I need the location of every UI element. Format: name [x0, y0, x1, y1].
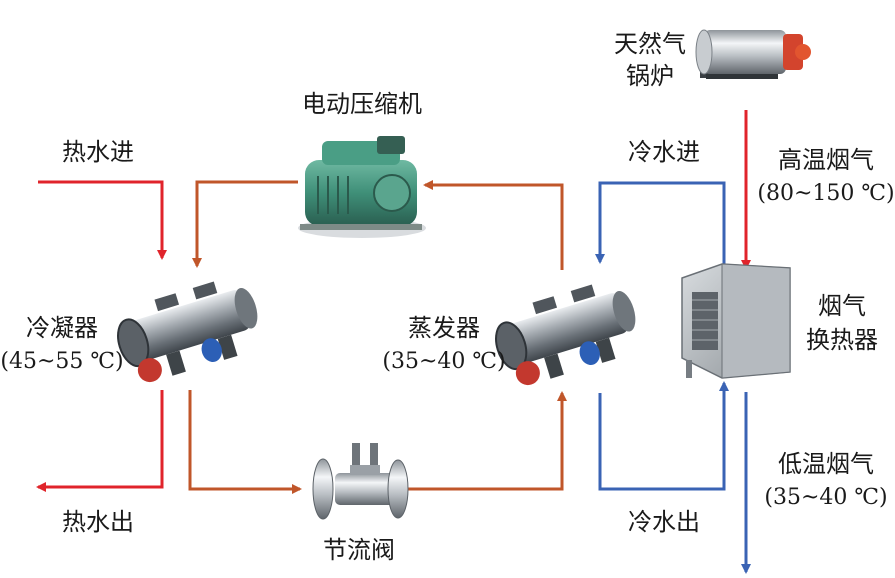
gas-boiler-label-line2: 锅炉 — [626, 62, 674, 90]
cold-water-in-arrow — [595, 181, 726, 268]
gas-boiler-image — [695, 29, 811, 79]
evaporator-temp-label: (35~40 ℃) — [382, 349, 505, 374]
cold-water-in-label: 冷水进 — [628, 138, 700, 166]
condenser-temp-label: (45~55 ℃) — [0, 349, 123, 374]
heat-exchanger-label-line1: 烟气 — [818, 292, 866, 320]
high-temp-flue-label: 高温烟气 — [778, 146, 874, 174]
cold-water-out-arrow — [598, 381, 729, 491]
refrigerant-valve-to-evaporator-arrow — [408, 391, 567, 491]
hot-water-in-label: 热水进 — [62, 138, 134, 166]
flue-gas-heat-exchanger-image — [681, 263, 791, 379]
refrigerant-condenser-to-valve-arrow — [188, 390, 302, 494]
gas-boiler-label-line1: 天然气 — [614, 30, 686, 58]
compressor-image — [298, 136, 426, 238]
throttle-valve-label: 节流阀 — [323, 536, 395, 564]
low-temp-flue-range-label: (35~40 ℃) — [764, 485, 887, 510]
refrigerant-compressor-to-condenser-arrow — [192, 180, 298, 268]
refrigerant-evaporator-to-compressor-arrow — [423, 180, 564, 270]
cold-water-out-label: 冷水出 — [628, 508, 700, 536]
condenser-image — [117, 281, 258, 383]
high-temp-flue-range-label: (80~150 ℃) — [757, 181, 894, 206]
compressor-label: 电动压缩机 — [302, 90, 422, 118]
evaporator-label: 蒸发器 — [408, 314, 480, 342]
hot-water-in-arrow — [38, 180, 167, 260]
throttle-valve-image — [312, 443, 409, 520]
low-temp-flue-label: 低温烟气 — [778, 450, 874, 478]
hot-water-out-arrow — [36, 390, 164, 492]
heat-exchanger-label-line2: 换热器 — [806, 326, 878, 354]
condenser-label: 冷凝器 — [26, 314, 98, 342]
evaporator-image — [495, 284, 636, 386]
hot-water-out-label: 热水出 — [62, 508, 134, 536]
